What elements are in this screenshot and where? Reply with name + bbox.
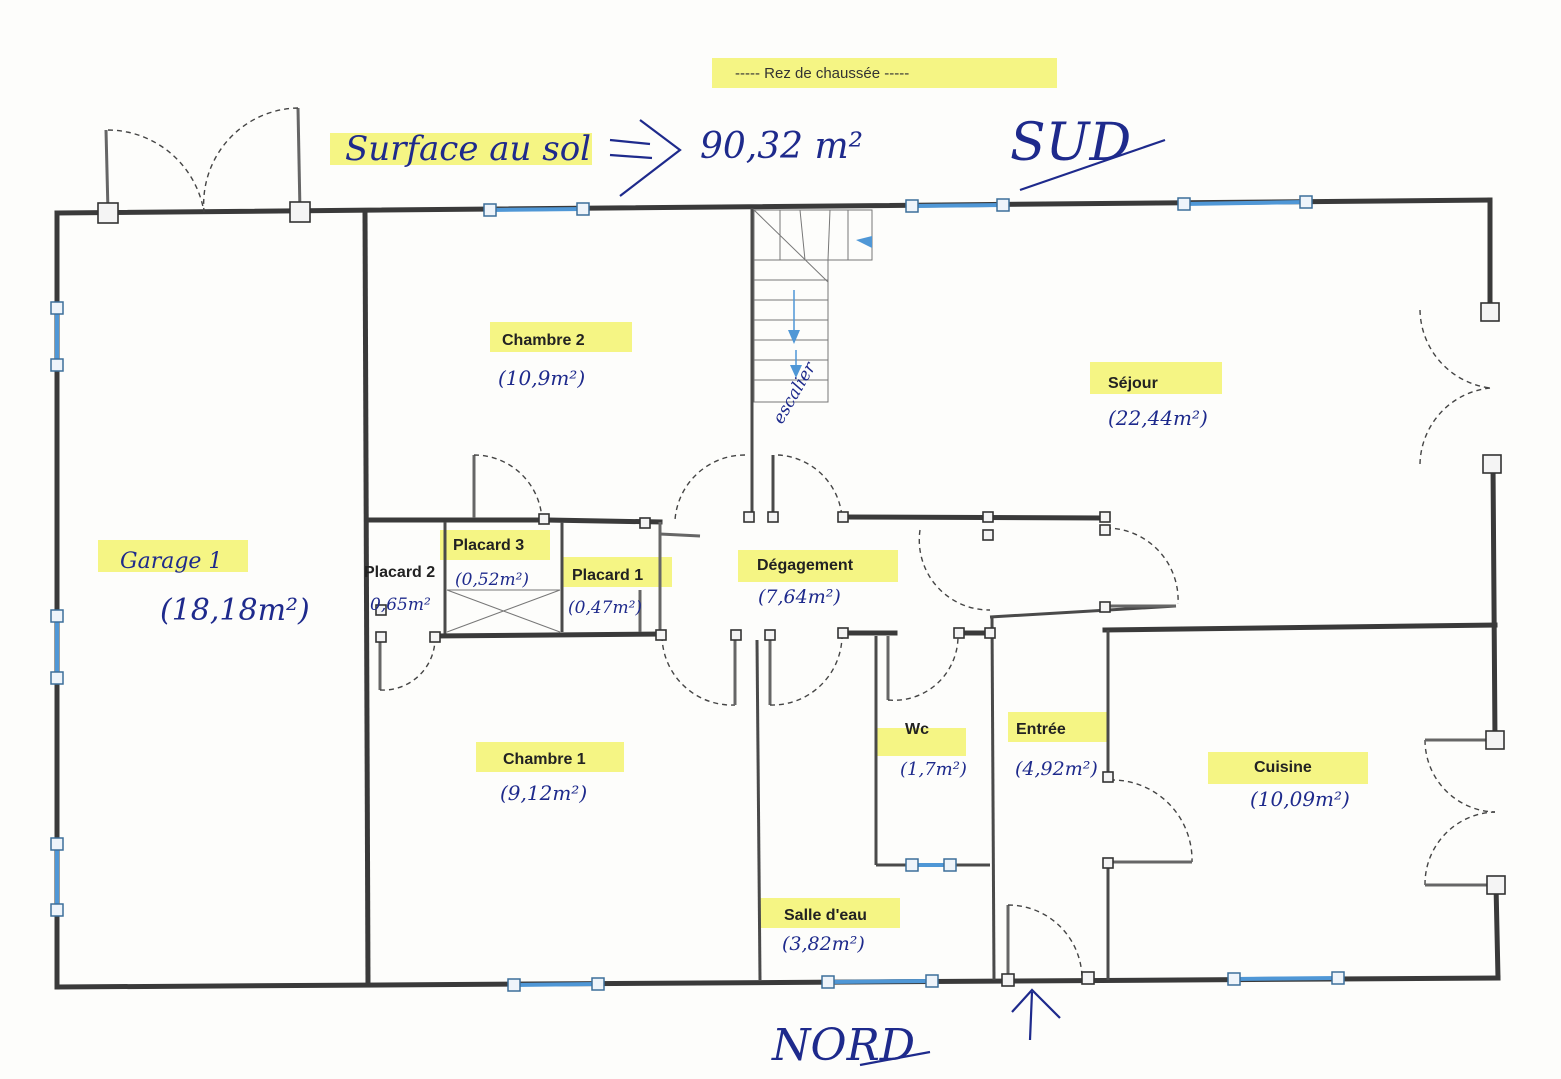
room-area-chambre2: (10,9m²) xyxy=(498,366,585,390)
room-area-wc: (1,7m²) xyxy=(900,759,967,780)
room-name-salle-eau: Salle d'eau xyxy=(784,907,867,924)
north-label: NORD xyxy=(771,1020,915,1071)
annotations xyxy=(609,119,1166,1067)
entrance-arrow-icon xyxy=(1011,988,1061,1041)
south-underline xyxy=(1019,138,1166,192)
room-name-garage1: Garage 1 xyxy=(120,549,222,574)
placard3-cross xyxy=(446,589,561,633)
wall-posts xyxy=(97,201,1506,987)
doors xyxy=(104,107,1496,979)
room-name-sejour: Séjour xyxy=(1108,375,1158,392)
room-area-placard3: (0,52m²) xyxy=(455,570,529,590)
staircase xyxy=(753,209,873,403)
room-area-salle-eau: (3,82m²) xyxy=(782,933,865,955)
highlights xyxy=(98,58,1368,928)
room-name-wc: Wc xyxy=(905,721,929,738)
room-name-entree: Entrée xyxy=(1016,721,1066,738)
room-area-placard1: (0,47m²) xyxy=(568,598,642,618)
room-area-entree: (4,92m²) xyxy=(1015,758,1098,780)
room-name-placard3: Placard 3 xyxy=(453,537,524,554)
level-caption: ----- Rez de chaussée ----- xyxy=(735,65,909,82)
room-area-sejour: (22,44m²) xyxy=(1108,406,1208,430)
room-name-chambre1: Chambre 1 xyxy=(503,751,586,768)
surface-value: 90,32 m² xyxy=(700,126,863,167)
stairs-arrow-icon xyxy=(856,236,872,248)
room-name-placard1: Placard 1 xyxy=(572,567,643,584)
room-area-cuisine: (10,09m²) xyxy=(1250,787,1350,811)
room-area-chambre1: (9,12m²) xyxy=(500,781,587,805)
windows xyxy=(50,195,1345,992)
room-area-placard2: 0,65m² xyxy=(370,595,431,615)
room-area-degagement: (7,64m²) xyxy=(758,586,841,608)
room-name-cuisine: Cuisine xyxy=(1254,759,1312,776)
room-name-chambre2: Chambre 2 xyxy=(502,332,585,349)
arrow-right-icon xyxy=(609,119,682,197)
south-label: SUD xyxy=(1010,113,1131,173)
room-area-garage1: (18,18m²) xyxy=(160,593,310,628)
room-name-degagement: Dégagement xyxy=(757,557,854,574)
surface-label: Surface au sol xyxy=(345,129,591,169)
room-name-placard2: Placard 2 xyxy=(364,564,435,581)
north-underline xyxy=(859,1050,931,1067)
